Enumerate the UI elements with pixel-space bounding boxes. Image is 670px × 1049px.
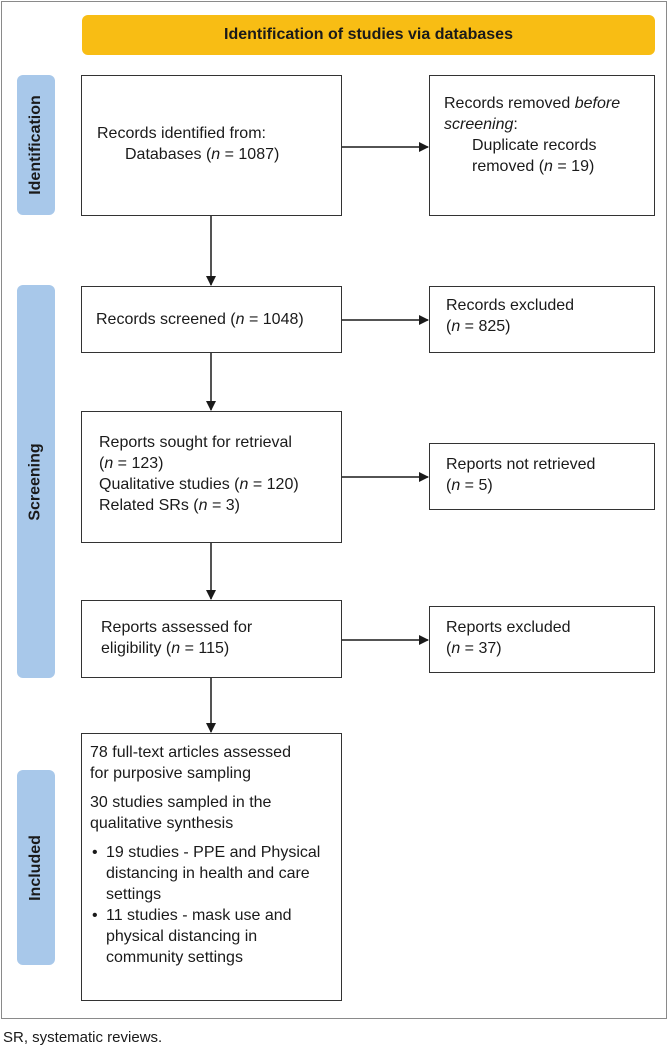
records-screened-text: Records screened (n = 1048) xyxy=(96,311,304,328)
header-title: Identification of studies via databases xyxy=(224,26,513,43)
reports-sought-line1: Reports sought for retrieval xyxy=(99,434,292,451)
reports-not-retrieved-line1: Reports not retrieved xyxy=(446,456,596,473)
reports-assessed-line1: Reports assessed for xyxy=(101,619,253,636)
phase-identification: Identification xyxy=(17,75,55,215)
records-identified-box: Records identified from: Databases (n = … xyxy=(81,75,342,216)
records-excluded-line1: Records excluded xyxy=(446,297,575,314)
reports-sought-line4: Related SRs (n = 3) xyxy=(99,497,240,514)
included-para2-line2: qualitative synthesis xyxy=(90,815,234,832)
included-bullet-list: 19 studies - PPE and Physical distancing… xyxy=(90,842,333,968)
records-removed-line2: screening: xyxy=(444,116,518,133)
included-para1-line2: for purposive sampling xyxy=(90,765,251,782)
included-para1-line1: 78 full-text articles assessed xyxy=(90,744,291,761)
records-identified-line2: Databases (n = 1087) xyxy=(125,146,280,163)
records-removed-box: Records removed before screening: Duplic… xyxy=(429,75,655,216)
records-removed-line1: Records removed before xyxy=(444,95,621,112)
records-excluded-box: Records excluded (n = 825) xyxy=(429,286,655,353)
reports-not-retrieved-box: Reports not retrieved (n = 5) xyxy=(429,443,655,510)
reports-sought-line3: Qualitative studies (n = 120) xyxy=(99,476,299,493)
reports-sought-line2: (n = 123) xyxy=(99,455,164,472)
records-screened-box: Records screened (n = 1048) xyxy=(81,286,342,353)
phase-included: Included xyxy=(17,770,55,965)
records-excluded-line2: (n = 825) xyxy=(446,318,511,335)
header-banner: Identification of studies via databases xyxy=(82,15,655,55)
records-removed-line4: removed (n = 19) xyxy=(472,158,595,175)
reports-assessed-box: Reports assessed for eligibility (n = 11… xyxy=(81,600,342,678)
reports-excluded-line2: (n = 37) xyxy=(446,640,502,657)
included-bullet-2: 11 studies - mask use and physical dista… xyxy=(90,905,333,968)
reports-sought-box: Reports sought for retrieval (n = 123) Q… xyxy=(81,411,342,543)
records-removed-line3: Duplicate records xyxy=(472,137,597,154)
included-para2-line1: 30 studies sampled in the xyxy=(90,794,272,811)
records-identified-line1: Records identified from: xyxy=(97,125,266,142)
included-box: 78 full-text articles assessed for purpo… xyxy=(81,733,342,1001)
reports-not-retrieved-line2: (n = 5) xyxy=(446,477,493,494)
reports-excluded-line1: Reports excluded xyxy=(446,619,571,636)
reports-excluded-box: Reports excluded (n = 37) xyxy=(429,606,655,673)
reports-assessed-line2: eligibility (n = 115) xyxy=(101,640,230,657)
phase-screening: Screening xyxy=(17,285,55,678)
diagram-frame xyxy=(1,1,667,1019)
included-bullet-1: 19 studies - PPE and Physical distancing… xyxy=(90,842,333,905)
figure-caption: SR, systematic reviews. xyxy=(3,1029,163,1046)
